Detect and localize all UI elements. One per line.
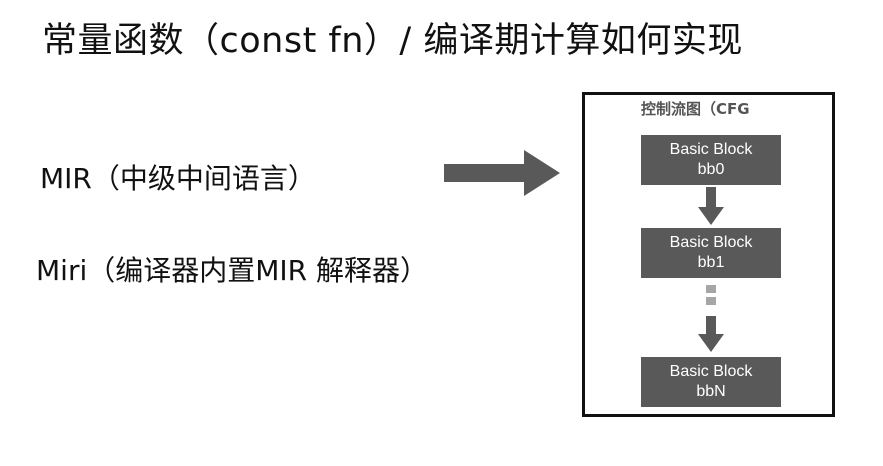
right-arrow-icon	[444, 150, 560, 196]
down-arrow-shape	[698, 316, 724, 352]
block-id: bb0	[697, 161, 725, 178]
cfg-diagram: 控制流图（CFG Basic Block bb0 Basic Block bb1…	[582, 92, 835, 417]
block-id: bbN	[696, 383, 726, 400]
block-id: bb1	[697, 254, 725, 271]
basic-block-bb1: Basic Block bb1	[641, 228, 781, 278]
dot-segment	[706, 297, 716, 305]
right-arrow-shape	[444, 150, 560, 196]
dotted-down-arrow-icon	[698, 285, 724, 352]
down-arrow-shape	[698, 187, 724, 225]
block-label: Basic Block	[669, 141, 753, 158]
block-label: Basic Block	[669, 363, 753, 380]
down-arrow-icon	[698, 187, 724, 225]
dot-segment	[706, 285, 716, 293]
basic-block-bbn: Basic Block bbN	[641, 357, 781, 407]
cfg-title: 控制流图（CFG	[641, 100, 750, 118]
miri-label: Miri（编译器内置MIR 解释器）	[36, 254, 429, 287]
basic-block-bb0: Basic Block bb0	[641, 135, 781, 185]
mir-label: MIR（中级中间语言）	[40, 162, 316, 195]
page-title: 常量函数（const fn）/ 编译期计算如何实现	[42, 21, 743, 61]
block-label: Basic Block	[669, 234, 753, 251]
